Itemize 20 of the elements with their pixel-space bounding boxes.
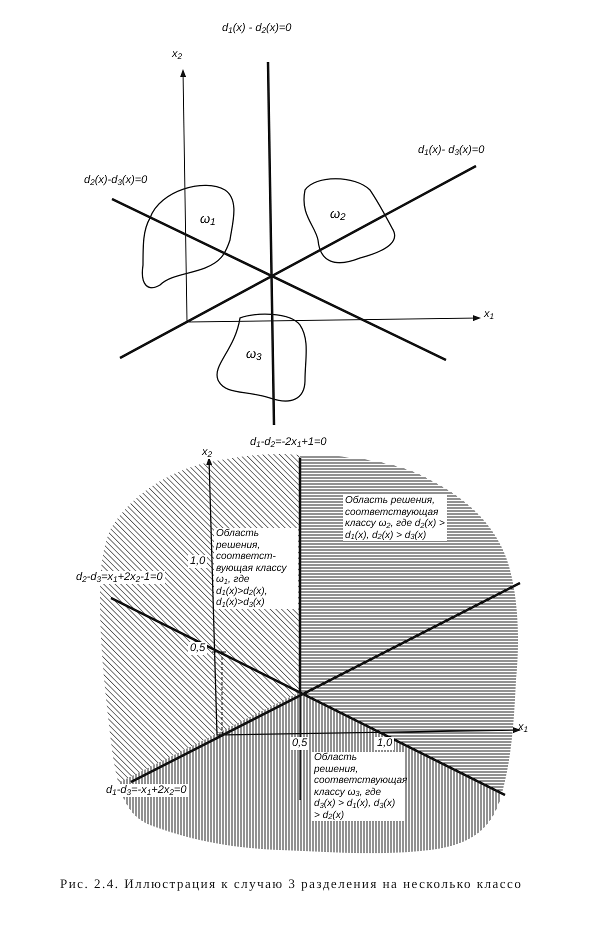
tick-label: 1,0 — [188, 555, 208, 568]
boundary-equation: d$_{1}$(x) - d$_{2}$(x)=0 — [222, 22, 292, 35]
boundary-equation: d$_{1}$-d$_{3}$=-x$_{1}$+2x$_{2}$=0 — [104, 784, 188, 797]
axis-label: x$_{1}$ — [518, 721, 528, 734]
boundary-equation: d$_{1}$-d$_{2}$=-2x$_{1}$+1=0 — [248, 436, 328, 449]
tick-label: 0,5 — [188, 642, 208, 655]
region-description: Область решения, соответствующая классу ω$_{2}$, где d$_{2}$(x) > d$_{1}$(x), d$_{2}$(x) > d$_{3}$(x) — [343, 495, 447, 541]
tick-label: 1,0 — [375, 737, 394, 750]
class-label: ω$_{1}$ — [200, 212, 216, 225]
boundary-equation: d$_{1}$(x)- d$_{3}$(x)=0 — [418, 144, 484, 157]
axis-label: x$_{2}$ — [172, 48, 182, 61]
boundary-equation: d$_{2}$(x)-d$_{3}$(x)=0 — [84, 174, 148, 187]
tick-label: 0,5 — [290, 737, 310, 750]
region-description: Область решения, соответст- вующая классу ω$_{1}$, где d$_{1}$(x)>d$_{2}$(x), d$_{1}$(x)>d$_{3}$(x) — [214, 528, 298, 608]
class-label: ω$_{3}$ — [246, 347, 262, 360]
boundary-equation: d$_{2}$-d$_{3}$=x$_{1}$+2x$_{2}$-1=0 — [74, 571, 165, 584]
axis-label: x$_{2}$ — [200, 446, 214, 459]
class-label: ω$_{2}$ — [330, 207, 346, 220]
figure-caption: Рис. 2.4. Иллюстрация к случаю 3 разделения на несколько классо — [60, 875, 522, 893]
axis-label: x$_{1}$ — [484, 308, 494, 321]
